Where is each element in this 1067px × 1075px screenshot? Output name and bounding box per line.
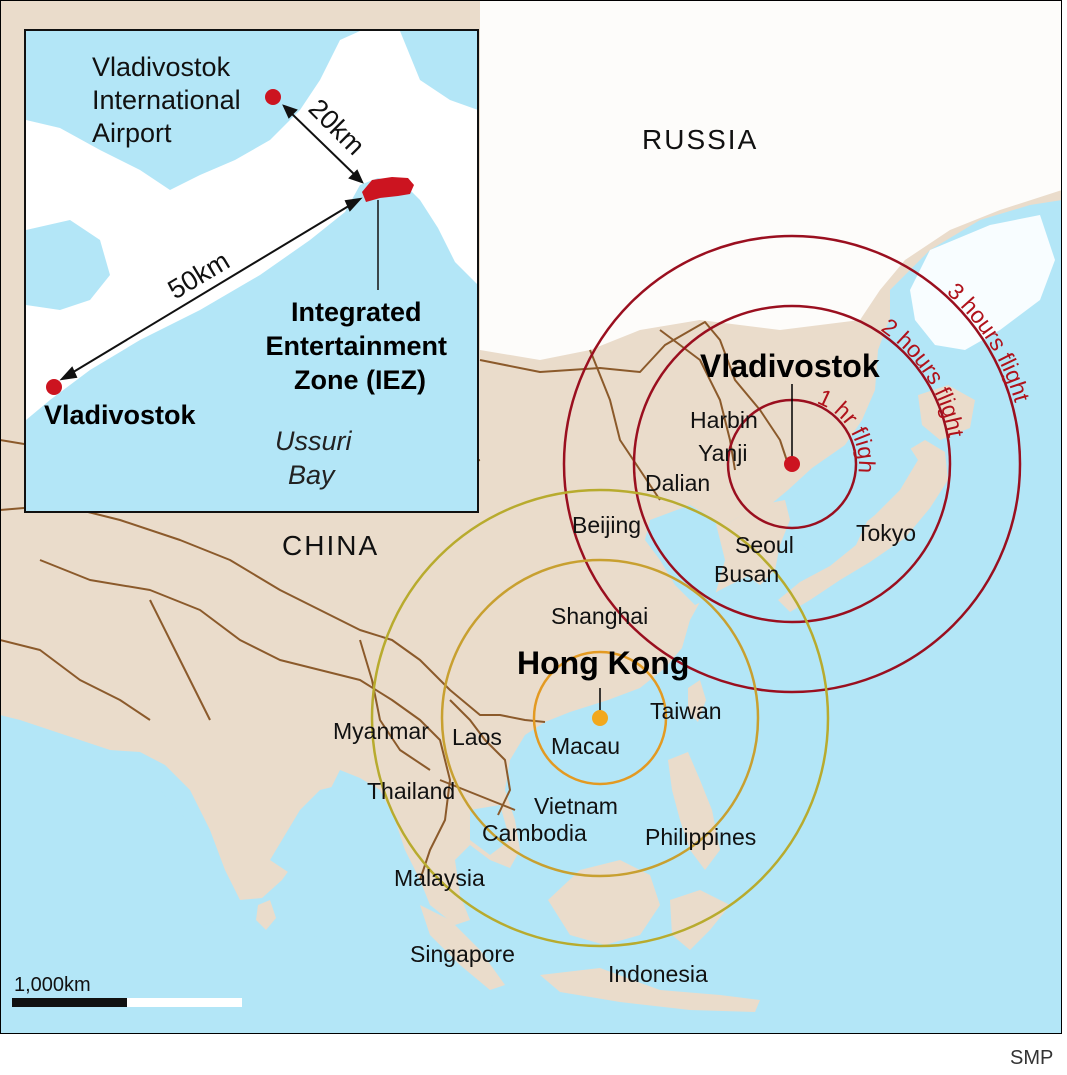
label-vietnam: Vietnam bbox=[534, 793, 618, 819]
label-dalian: Dalian bbox=[645, 470, 710, 496]
scale-label: 1,000km bbox=[14, 974, 91, 996]
label-busan: Busan bbox=[714, 561, 779, 587]
hk-ring-outer bbox=[370, 488, 830, 948]
inset-ussuri-bay bbox=[26, 178, 477, 511]
label-philippines: Philippines bbox=[645, 824, 756, 850]
label-myanmar: Myanmar bbox=[333, 718, 429, 744]
label-thailand: Thailand bbox=[367, 778, 455, 804]
inset-distance-arrows bbox=[59, 104, 364, 381]
label-malaysia: Malaysia bbox=[394, 865, 485, 891]
hk-ring-mid bbox=[440, 558, 760, 878]
label-cambodia: Cambodia bbox=[482, 820, 587, 846]
northern-region-east bbox=[910, 215, 1055, 350]
borneo-landmass bbox=[548, 860, 660, 945]
bay-of-bengal bbox=[270, 785, 382, 880]
sri-lanka-landmass bbox=[256, 900, 276, 930]
label-macau: Macau bbox=[551, 733, 620, 759]
label-beijing: Beijing bbox=[572, 512, 641, 538]
japan-landmass bbox=[778, 440, 948, 612]
inset-water-left bbox=[26, 220, 110, 310]
scale-bar-light bbox=[127, 998, 242, 1007]
scale-bar-dark bbox=[12, 998, 127, 1007]
label-china: CHINA bbox=[282, 530, 379, 561]
northern-region bbox=[480, 0, 1062, 360]
inset-iez-label: Integrated Entertainment Zone (IEZ) bbox=[265, 297, 454, 395]
inset-water-upper-right bbox=[400, 31, 477, 110]
label-indonesia: Indonesia bbox=[608, 961, 708, 987]
credit: SMP bbox=[1010, 1047, 1053, 1069]
hongkong-flight-rings bbox=[370, 488, 830, 948]
label-hongkong-hub: Hong Kong bbox=[517, 645, 689, 681]
ring-2hr bbox=[632, 304, 952, 624]
arabian-sea bbox=[0, 755, 220, 940]
indonesia-landmass bbox=[420, 890, 760, 1012]
label-seoul: Seoul bbox=[735, 532, 794, 558]
scale-bar: 1,000km bbox=[12, 974, 242, 1007]
label-tokyo: Tokyo bbox=[856, 520, 916, 546]
inset-amur-bay bbox=[26, 31, 360, 190]
label-vladivostok-hub: Vladivostok bbox=[700, 348, 880, 384]
label-taiwan: Taiwan bbox=[650, 698, 722, 724]
yellow-sea bbox=[645, 505, 725, 605]
hongkong-marker bbox=[592, 710, 608, 726]
map-border bbox=[0, 0, 1062, 1034]
inset-airport-marker bbox=[265, 89, 281, 105]
korea-landmass bbox=[730, 500, 790, 585]
ring-3hr bbox=[562, 234, 1022, 694]
label-laos: Laos bbox=[452, 724, 502, 750]
inset-bay-label: Ussuri Bay bbox=[275, 426, 359, 490]
inset-airport-label: Vladivostok International Airport bbox=[92, 52, 248, 148]
taiwan-landmass bbox=[688, 680, 706, 722]
iez-area bbox=[362, 177, 414, 202]
hokkaido-landmass bbox=[918, 385, 975, 440]
label-shanghai: Shanghai bbox=[551, 603, 648, 629]
inset-vladivostok-marker bbox=[46, 379, 62, 395]
vladivostok-marker bbox=[784, 456, 800, 472]
label-singapore: Singapore bbox=[410, 941, 515, 967]
hk-ring-inner bbox=[532, 650, 668, 786]
label-harbin: Harbin bbox=[690, 407, 758, 433]
inset-vladivostok-label: Vladivostok bbox=[44, 400, 197, 430]
philippines-landmass bbox=[668, 752, 720, 870]
label-russia: RUSSIA bbox=[642, 124, 758, 155]
sea-of-japan bbox=[795, 430, 918, 555]
inset-map: 20km 50km Vladivostok International Airp… bbox=[24, 29, 479, 513]
label-yanji: Yanji bbox=[698, 440, 747, 466]
